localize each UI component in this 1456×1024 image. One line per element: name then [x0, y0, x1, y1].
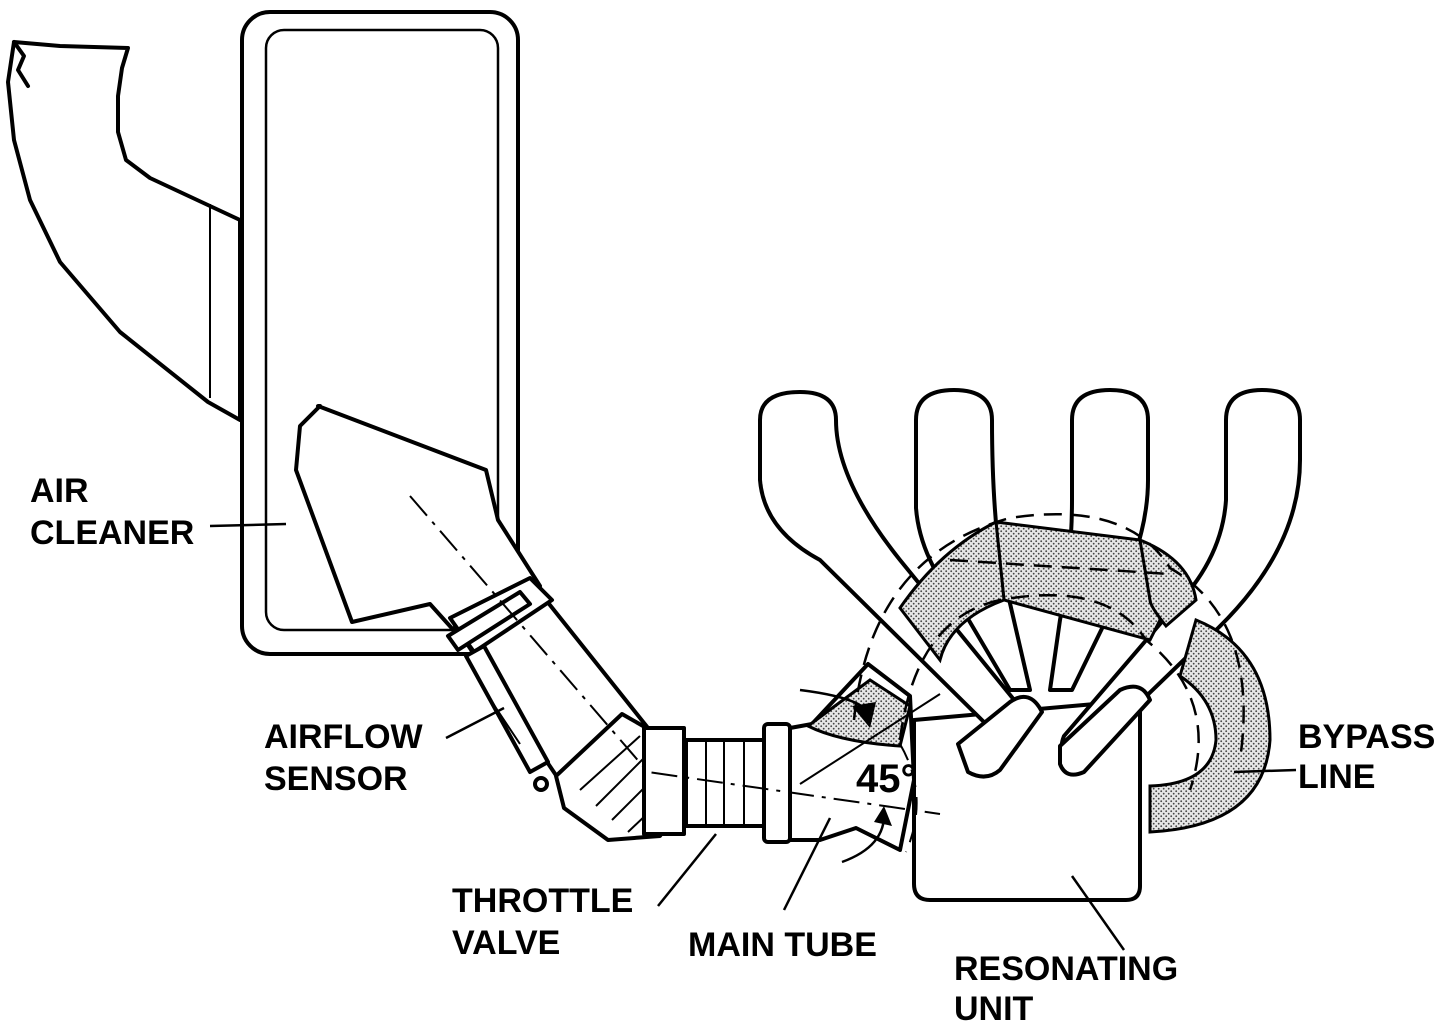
- bypass-line-label-line2: LINE: [1298, 758, 1375, 796]
- throttle-valve-leader: [657, 833, 717, 907]
- air-cleaner-box: [240, 10, 542, 656]
- airflow-sensor-label-line2: SENSOR: [264, 760, 408, 798]
- air-cleaner-label-line1: AIR: [30, 472, 89, 510]
- resonating-unit-label-line2: UNIT: [954, 990, 1034, 1024]
- throttle-valve: [642, 722, 792, 844]
- intake-duct: [6, 40, 242, 422]
- bypass-line-leader: [1233, 768, 1297, 774]
- airflow-sensor-leader: [445, 706, 505, 740]
- labels: AIR CLEANER AIRFLOW SENSOR THROTTLE VALV…: [30, 472, 1435, 1024]
- bypass-line: [805, 512, 1272, 834]
- air-cleaner-label-line2: CLEANER: [30, 514, 194, 552]
- air-cleaner-leader: [209, 522, 287, 528]
- angle-indicator: 45°: [409, 495, 941, 864]
- bypass-line-label-line1: BYPASS: [1298, 718, 1435, 756]
- main-tube-leader: [782, 817, 832, 911]
- throttle-valve-label-line2: VALVE: [452, 924, 560, 962]
- resonating-unit-leader: [1070, 875, 1126, 951]
- airflow-sensor-label-line1: AIRFLOW: [264, 718, 424, 756]
- main-tube-label: MAIN TUBE: [688, 926, 877, 964]
- angle-label: 45°: [856, 757, 917, 801]
- leader-lines: [209, 522, 1297, 951]
- throttle-valve-label-line1: THROTTLE: [452, 882, 633, 920]
- resonating-unit-label-line1: RESONATING: [954, 950, 1178, 988]
